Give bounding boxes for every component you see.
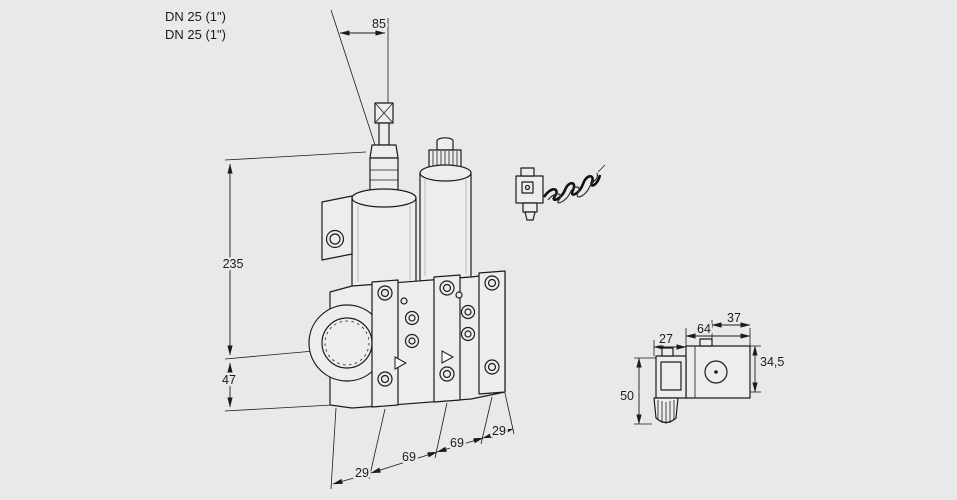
coiled-cable-strand — [547, 172, 598, 204]
dimension-detail-64 — [685, 328, 751, 346]
dim-label-235: 235 — [223, 257, 244, 271]
detail-side-view — [653, 338, 751, 424]
cable-connector-accessory — [515, 164, 606, 221]
dim-label-47: 47 — [222, 373, 236, 387]
dn-size-label-2: DN 25 (1") — [165, 27, 226, 42]
dim-label-bottom-69-right: 69 — [450, 436, 464, 450]
dimension-bottom-chain — [330, 392, 515, 490]
flow-arrow-icon — [394, 356, 408, 370]
coiled-cable — [542, 174, 602, 202]
flange-bolts — [377, 275, 500, 387]
dim-label-bottom-29-left: 29 — [355, 466, 369, 480]
dimension-lines — [224, 9, 761, 490]
dim-label-bottom-69-left: 69 — [402, 450, 416, 464]
text-labels: DN 25 (1") DN 25 (1") 85 235 47 29 69 69… — [165, 9, 787, 483]
dim-label-34-5: 34,5 — [760, 355, 784, 369]
pilot-stem — [369, 102, 399, 199]
dim-label-85: 85 — [372, 17, 386, 31]
solenoid-left — [351, 102, 417, 288]
valve-body — [308, 270, 506, 409]
dim-label-64: 64 — [697, 322, 711, 336]
detail-top-tab — [699, 338, 713, 347]
dim-label-37: 37 — [727, 311, 741, 325]
dimension-47 — [224, 362, 333, 412]
dimension-detail-37 — [711, 320, 751, 340]
dimension-85 — [330, 9, 389, 149]
dim-label-50: 50 — [620, 389, 634, 403]
solenoid-right — [419, 137, 472, 282]
detail-knurled-nut — [653, 397, 679, 424]
dn-size-label-1: DN 25 (1") — [165, 9, 226, 24]
flange-left — [308, 304, 386, 382]
dim-label-bottom-29-right: 29 — [492, 424, 506, 438]
mounting-bracket — [321, 195, 353, 261]
dimension-detail-50 — [634, 357, 656, 425]
dimension-235 — [224, 151, 367, 360]
flow-arrow-icon — [441, 350, 455, 364]
pressure-ports — [400, 291, 476, 349]
dimension-detail-34-5 — [750, 345, 761, 393]
valve-assembly — [308, 102, 506, 409]
dim-label-27: 27 — [659, 332, 673, 346]
